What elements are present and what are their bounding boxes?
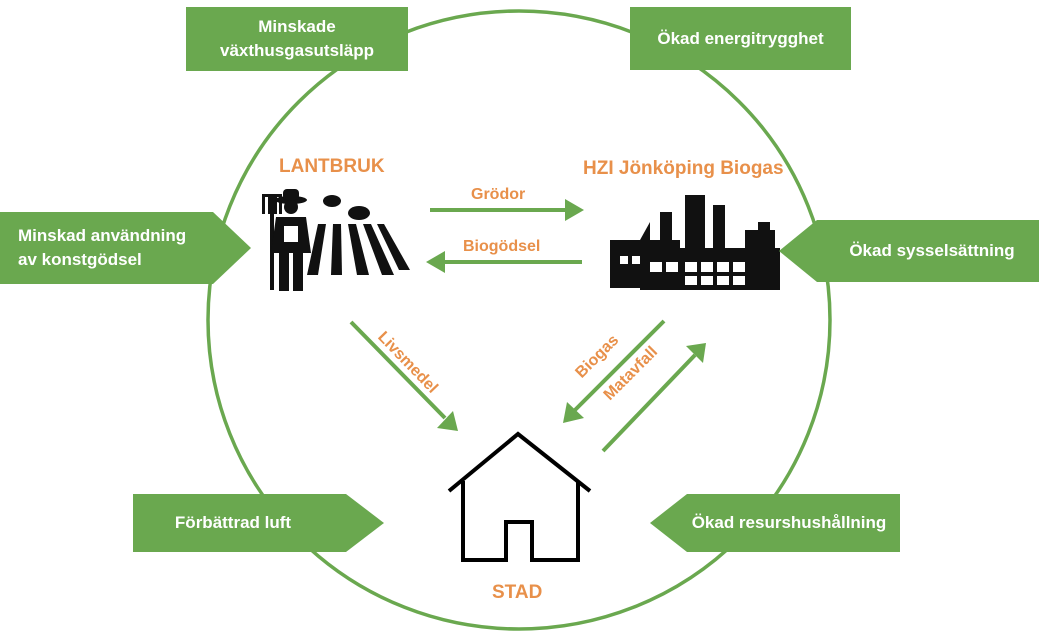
house-icon <box>447 431 592 562</box>
benefit-employment: Ökad sysselsättning <box>825 220 1039 282</box>
benefit-energy-security: Ökad energitrygghet <box>630 7 851 70</box>
benefit-emissions: Minskade växthusgasutsläpp <box>186 7 408 71</box>
benefit-fertilizer-shape <box>0 212 251 284</box>
benefit-resources: Ökad resurshushållning <box>678 494 900 552</box>
food-arrow <box>349 320 447 420</box>
biogas-arrow <box>573 319 666 412</box>
crops-label: Grödor <box>471 186 526 203</box>
benefit-employment-label: Ökad sysselsättning <box>849 241 1015 260</box>
biogas-plant-title: HZI Jönköping Biogas <box>583 158 784 179</box>
field-icon <box>307 195 410 275</box>
farmer-icon <box>262 189 311 291</box>
benefit-emissions-line2: växthusgasutsläpp <box>220 41 374 60</box>
benefit-resources-label: Ökad resurshushållning <box>691 513 887 532</box>
digestate-label: Biogödsel <box>463 238 541 255</box>
city-title: STAD <box>492 582 543 603</box>
benefit-resources-shape <box>650 494 900 552</box>
benefit-air-shape <box>133 494 384 552</box>
benefit-air: Förbättrad luft <box>133 494 333 552</box>
factory-icon <box>610 195 780 290</box>
benefit-emissions-line1: Minskade <box>258 17 336 36</box>
cycle-circle <box>206 9 832 631</box>
benefit-energy-security-label: Ökad energitrygghet <box>657 28 824 48</box>
benefit-fertilizer-line2: av konstgödsel <box>18 250 142 269</box>
food-waste-arrow <box>601 353 697 453</box>
benefit-fertilizer-line1: Minskad användning <box>18 226 187 245</box>
benefit-employment-shape <box>779 220 1039 282</box>
farm-title: LANTBRUK <box>279 156 385 177</box>
benefit-air-label: Förbättrad luft <box>174 513 292 532</box>
benefit-fertilizer: Minskad användning av konstgödsel <box>0 212 230 284</box>
